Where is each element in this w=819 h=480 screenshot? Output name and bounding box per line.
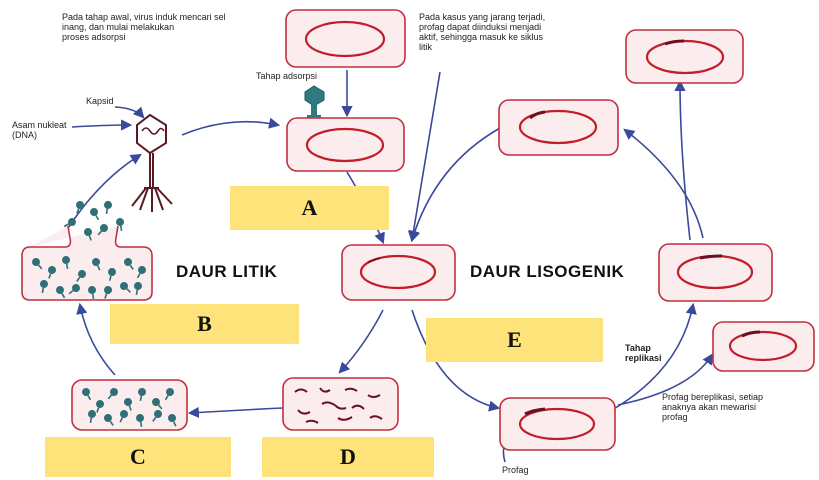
phage-particle <box>136 266 146 279</box>
arrow-capsid-pointer <box>114 106 145 119</box>
arrow-d-to-c <box>187 406 284 419</box>
phage-particle <box>88 286 96 300</box>
phage-particle <box>104 286 112 299</box>
label-box-c-text: C <box>130 444 146 469</box>
arrow-replication <box>617 353 714 406</box>
phage-particle <box>76 270 86 282</box>
cell-replicated <box>712 321 815 372</box>
phage-particle <box>152 410 162 422</box>
phage-particle <box>119 410 128 423</box>
phage-particle <box>138 388 146 402</box>
phage-particles-b <box>32 201 146 300</box>
prophage-replication-note: Profag bereplikasi, setiap anaknya akan … <box>662 392 764 422</box>
phage-particle <box>152 398 163 410</box>
phage-particle <box>88 410 96 424</box>
arrow-right-to-topright <box>674 79 691 241</box>
prophage-segment <box>699 254 723 260</box>
phage-particles-c <box>82 388 177 428</box>
phage-particle <box>40 280 48 294</box>
phage-particle <box>134 282 142 296</box>
cell-center <box>341 244 456 301</box>
lysogenic-cycle-title: DAUR LISOGENIK <box>470 262 625 281</box>
cell-lysogenic-right <box>658 243 773 302</box>
label-box-d-text: D <box>340 444 356 469</box>
phage-particle <box>92 258 101 271</box>
phage-particle <box>32 258 43 270</box>
phage-particle <box>116 218 124 232</box>
phage-particle <box>63 218 76 228</box>
replication-stage-label: Tahap replikasi <box>625 343 662 363</box>
capsid-label: Kapsid <box>86 96 114 106</box>
label-box-b: B <box>110 304 299 344</box>
prophage-segment <box>524 407 546 416</box>
adsorbing-phage <box>304 85 325 118</box>
label-box-a: A <box>230 186 389 230</box>
phage-particle <box>90 208 100 221</box>
arrow-phage-to-cell <box>181 117 281 136</box>
adsorption-stage-label: Tahap adsorpsi <box>256 71 318 81</box>
phage-particle <box>136 414 144 428</box>
label-box-e-text: E <box>507 327 522 352</box>
cell-prophage <box>499 397 616 451</box>
arrow-nucleic-pointer <box>71 119 133 131</box>
cycle-arrows <box>67 70 714 463</box>
cell-lysogenic-top <box>498 99 619 156</box>
arrow-right-to-top <box>623 128 704 239</box>
arrow-center-to-d <box>338 309 384 374</box>
prophage-label: Profag <box>502 465 529 475</box>
arrow-c-to-b <box>76 302 116 376</box>
phage-particle <box>62 256 70 270</box>
label-box-b-text: B <box>197 311 212 336</box>
phage-particle <box>107 388 118 400</box>
label-box-e: E <box>426 318 603 362</box>
phage-particle <box>82 388 92 401</box>
phage-particle <box>124 258 134 270</box>
cell-d <box>282 377 399 431</box>
cell-b-burst <box>21 225 153 301</box>
phage-particle <box>96 400 104 413</box>
arrow-top-to-center <box>409 127 501 243</box>
arrow-prophage-to-right <box>611 302 697 411</box>
phage-particle <box>84 228 92 241</box>
label-box-d: D <box>262 437 434 477</box>
cell-lysogenic-topright <box>625 29 744 84</box>
prophage-segment <box>741 330 761 338</box>
phage-particle <box>168 414 177 427</box>
cell-adsorption <box>286 117 405 172</box>
adsorption-intro-note: Pada tahap awal, virus induk mencari sel… <box>62 12 226 42</box>
cell-top <box>285 9 406 68</box>
phage-particle <box>164 388 174 401</box>
arrow-center-to-prophage <box>411 309 501 412</box>
phage-particle <box>124 398 132 411</box>
prophage-segment <box>664 39 685 46</box>
label-box-c: C <box>45 437 231 477</box>
lytic-cycle-title: DAUR LITIK <box>176 262 278 281</box>
prophage-segment <box>529 110 546 120</box>
phage-particle <box>104 414 114 426</box>
phage-particle <box>120 282 131 293</box>
induction-note: Pada kasus yang jarang terjadi, profag d… <box>419 12 546 52</box>
dna-fragments <box>294 387 383 424</box>
injected-dna <box>367 257 381 263</box>
arrow-b-to-phage <box>67 153 142 229</box>
arrow-induction <box>407 71 441 243</box>
label-box-a-text: A <box>301 195 318 220</box>
phage-particle <box>104 201 112 215</box>
phage-particle <box>76 201 84 214</box>
phage-particle <box>97 224 108 236</box>
phage-particle <box>48 266 56 279</box>
big-phage <box>131 113 173 212</box>
phage-particle <box>56 286 66 299</box>
phage-particle <box>68 284 80 295</box>
phage-particle <box>108 268 116 281</box>
nucleic-acid-label: Asam nukleat (DNA) <box>12 120 67 140</box>
